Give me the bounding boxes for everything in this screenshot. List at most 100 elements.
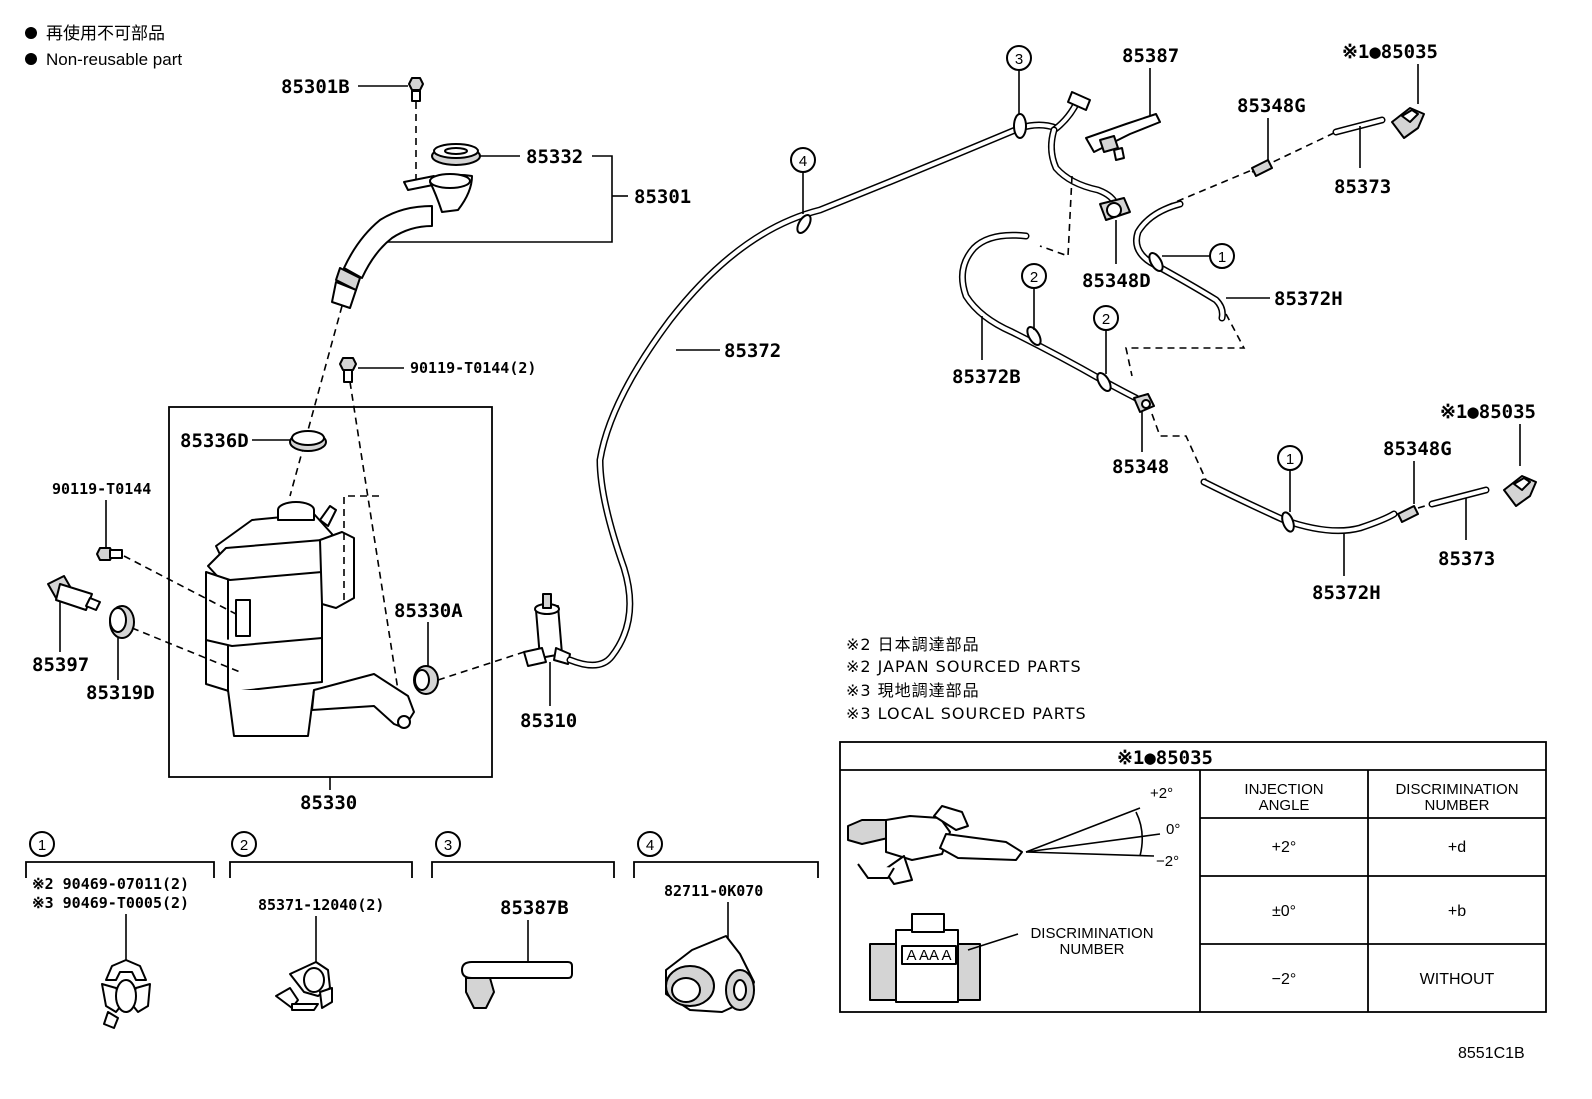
label-85348: 85348 <box>1112 456 1169 478</box>
row3-number: WITHOUT <box>1420 971 1495 988</box>
legend: 再使用不可部品 Non-reusable part <box>25 23 182 69</box>
label-85348G-bottom: 85348G <box>1383 438 1452 460</box>
washer-nozzle-icon <box>1503 475 1537 507</box>
non-reusable-dot-icon <box>25 27 37 39</box>
retainer-clip-icon <box>461 961 573 1009</box>
clip-group-2: 2 85371-12040(2) <box>229 831 413 1011</box>
hose-85372B: 2 2 85372B 85348 <box>952 231 1207 481</box>
nozzle-table: ※1●85035 INJECTION ANGLE DISCRIMINATION … <box>839 741 1547 1013</box>
legend-en: Non-reusable part <box>46 50 182 69</box>
bolt-icon <box>408 77 424 102</box>
svg-text:1: 1 <box>38 837 46 854</box>
row1-angle: +2° <box>1272 839 1297 856</box>
note-local-jp: ※3 現地調達部品 <box>846 681 980 700</box>
label-85348D: 85348D <box>1082 270 1151 292</box>
clip-1-line1: ※2 90469-07011(2) <box>32 875 189 893</box>
svg-text:3: 3 <box>1015 51 1023 68</box>
note-japan-en: ※2 JAPAN SOURCED PARTS <box>846 657 1082 676</box>
tank-group: 85301B 85332 85301 90119-T0144(2) <box>32 76 691 814</box>
filler-neck-icon <box>331 173 473 309</box>
filler-cap-icon <box>431 143 481 166</box>
hose-joint-icon <box>1133 393 1155 413</box>
label-85372B: 85372B <box>952 366 1021 388</box>
label-85372: 85372 <box>724 340 781 362</box>
label-85372H-bottom: 85372H <box>1312 582 1381 604</box>
joint-85348D: 85348D <box>1039 175 1151 292</box>
label-85301: 85301 <box>634 186 691 208</box>
svg-text:1: 1 <box>1218 249 1226 266</box>
note-japan-jp: ※2 日本調達部品 <box>846 635 980 654</box>
grommet-icon <box>413 665 439 695</box>
clip-4-label: 82711-0K070 <box>664 882 763 900</box>
washer-tank-icon <box>205 501 415 737</box>
disc-label-line2: NUMBER <box>1059 941 1124 958</box>
label-90119-T0144-2: 90119-T0144(2) <box>410 359 536 377</box>
hose-clip-icon <box>101 959 151 1029</box>
row2-number: +b <box>1448 903 1466 920</box>
table-title: ※1●85035 <box>1117 747 1213 769</box>
svg-text:4: 4 <box>799 153 807 170</box>
label-90119-T0144: 90119-T0144 <box>52 480 151 498</box>
clip-group-1: 1 ※2 90469-07011(2) ※3 90469-T0005(2) <box>25 831 215 1029</box>
label-85035-top: ※1●85035 <box>1342 41 1438 63</box>
svg-text:2: 2 <box>240 837 248 854</box>
clip-2-label: 85371-12040(2) <box>258 896 384 914</box>
callout-3-on-hose: 3 <box>1006 45 1032 114</box>
angle-label-plus2: +2° <box>1150 785 1173 802</box>
hose-clip-icon <box>275 961 333 1011</box>
clip-1-line2: ※3 90469-T0005(2) <box>32 894 189 912</box>
pump-group: 85310 <box>520 593 577 732</box>
clip-group-4: 4 82711-0K070 <box>633 831 819 1013</box>
label-85319D: 85319D <box>86 682 155 704</box>
upper-right-nozzle-group: ※1●85035 85373 85348G 1 85372H <box>1125 41 1438 377</box>
label-85332: 85332 <box>526 146 583 168</box>
col2-header-line2: NUMBER <box>1424 797 1489 814</box>
bolt-icon <box>339 357 357 383</box>
col1-header-line2: ANGLE <box>1259 797 1310 814</box>
bracket-icon <box>1085 113 1161 161</box>
label-85387: 85387 <box>1122 45 1179 67</box>
nozzle-angle-icon <box>847 805 1161 885</box>
main-hose: 85372 <box>566 91 1120 669</box>
grommet-icon <box>289 430 327 452</box>
col2-header-line1: DISCRIMINATION <box>1395 781 1518 798</box>
nozzle-mark-icon: A AA A <box>869 913 1019 1003</box>
level-sensor-icon <box>47 575 101 611</box>
disc-label-line1: DISCRIMINATION <box>1030 925 1153 942</box>
washer-nozzle-icon <box>1391 107 1425 139</box>
legend-jp: 再使用不可部品 <box>46 23 165 43</box>
check-valve-icon <box>1251 159 1273 177</box>
label-85397: 85397 <box>32 654 89 676</box>
label-85330A: 85330A <box>394 600 463 622</box>
svg-text:4: 4 <box>646 837 654 854</box>
col1-header-line1: INJECTION <box>1244 781 1323 798</box>
callout-1-top <box>1209 243 1235 269</box>
figure-code: 8551C1B <box>1458 1045 1525 1062</box>
bracket-85387: 85387 <box>1085 45 1179 161</box>
angle-label-0: 0° <box>1166 821 1180 838</box>
row1-number: +d <box>1448 839 1466 856</box>
label-85336D: 85336D <box>180 430 249 452</box>
label-85373-top: 85373 <box>1334 176 1391 198</box>
note-local-en: ※3 LOCAL SOURCED PARTS <box>846 704 1087 723</box>
angle-label-minus2: −2° <box>1156 853 1179 870</box>
washer-pump-icon <box>523 593 571 667</box>
label-85310: 85310 <box>520 710 577 732</box>
label-85330: 85330 <box>300 792 357 814</box>
row3-angle: −2° <box>1272 971 1297 988</box>
bolt-icon <box>96 547 123 561</box>
callout-4-on-hose: 4 <box>790 147 816 214</box>
lower-right-nozzle-group: 1 85372H 85348G 85373 ※1●85035 <box>1200 401 1537 604</box>
check-valve-icon <box>1397 505 1419 523</box>
svg-text:2: 2 <box>1030 269 1038 286</box>
grommet-icon <box>109 605 135 639</box>
non-reusable-dot-icon <box>25 53 37 65</box>
clip-group-3: 3 85387B <box>431 831 615 1009</box>
label-85035-bottom: ※1●85035 <box>1440 401 1536 423</box>
label-85372H-top: 85372H <box>1274 288 1343 310</box>
hose-clamp-icon <box>665 935 755 1013</box>
label-85373-bottom: 85373 <box>1438 548 1495 570</box>
sourcing-notes: ※2 日本調達部品 ※2 JAPAN SOURCED PARTS ※3 現地調達… <box>846 635 1087 723</box>
hose-joint-icon <box>1099 197 1131 221</box>
